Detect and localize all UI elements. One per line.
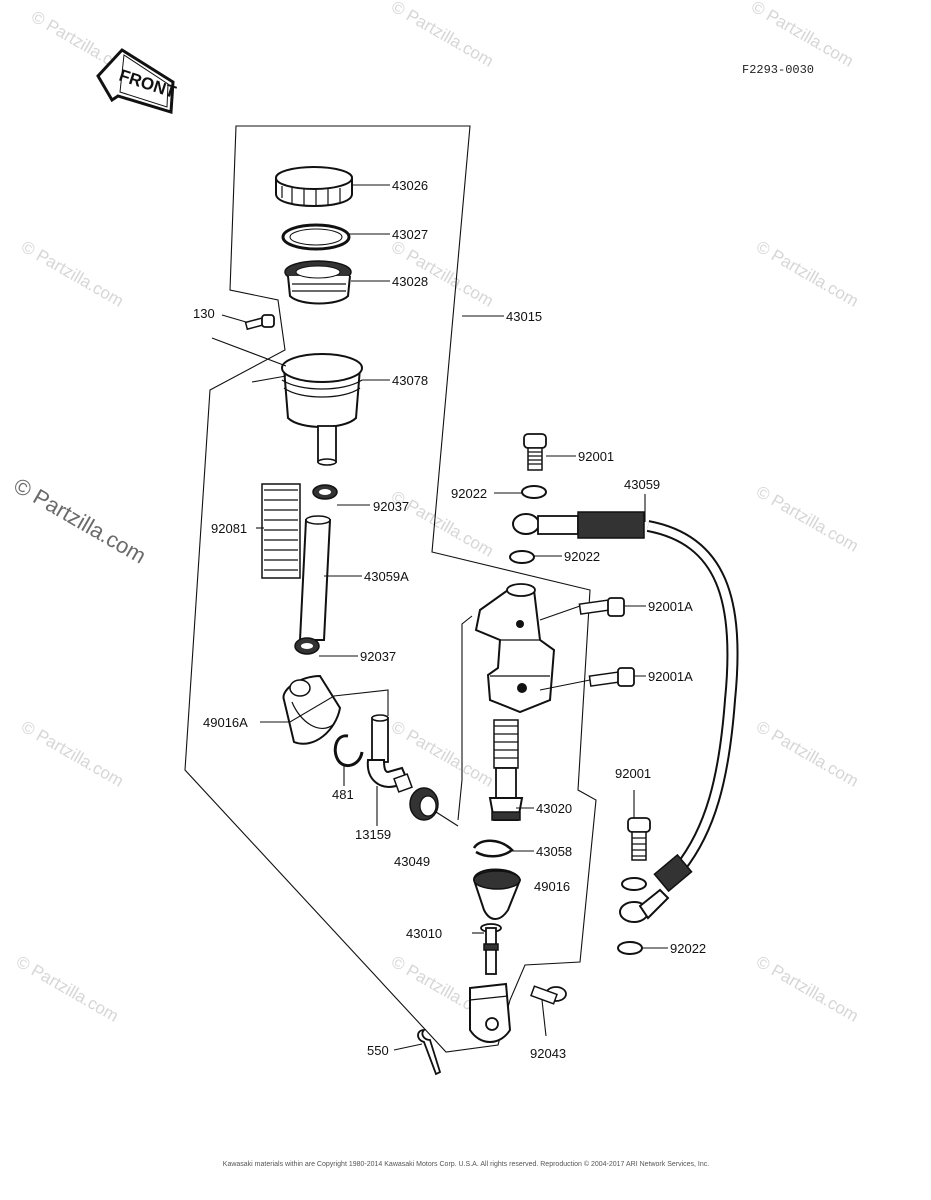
part-label-49016[interactable]: 49016	[534, 879, 570, 894]
pushrod-boot	[472, 868, 522, 920]
mounting-bolt	[578, 597, 625, 617]
part-label-481[interactable]: 481	[332, 787, 354, 802]
assembly-outline	[184, 125, 597, 1053]
watermark: © Partzilla.com	[388, 0, 497, 71]
part-label-43059A[interactable]: 43059A	[364, 569, 409, 584]
elbow-fitting	[366, 714, 413, 793]
clevis-pin	[530, 985, 567, 1005]
master-cylinder-body	[474, 583, 556, 714]
circlip	[333, 734, 364, 768]
leader-lines	[211, 184, 668, 1051]
hose-clamp	[294, 637, 320, 655]
part-label-92001A[interactable]: 92001A	[648, 669, 693, 684]
watermark: © Partzilla.com	[748, 0, 857, 71]
gasket-washer	[509, 550, 535, 564]
piston-assembly	[488, 719, 524, 821]
part-label-43058[interactable]: 43058	[536, 844, 572, 859]
watermark: © Partzilla.com	[753, 717, 862, 791]
part-label-92037[interactable]: 92037	[373, 499, 409, 514]
part-label-43028[interactable]: 43028	[392, 274, 428, 289]
cotter-pin	[417, 1029, 442, 1076]
diaphragm	[284, 260, 352, 305]
part-label-43026[interactable]: 43026	[392, 178, 428, 193]
part-label-92022[interactable]: 92022	[670, 941, 706, 956]
grommet-seal	[409, 787, 439, 821]
mounting-bolt	[588, 667, 635, 687]
part-label-92037[interactable]: 92037	[360, 649, 396, 664]
watermark: © Partzilla.com	[753, 482, 862, 556]
part-label-43078[interactable]: 43078	[392, 373, 428, 388]
part-label-43059[interactable]: 43059	[624, 477, 660, 492]
part-label-92043[interactable]: 92043	[530, 1046, 566, 1061]
watermark-large: © Partzilla.com	[10, 473, 151, 569]
reservoir-boot	[261, 483, 301, 579]
part-label-43027[interactable]: 43027	[392, 227, 428, 242]
part-label-92022[interactable]: 92022	[451, 486, 487, 501]
gasket-washer	[617, 941, 643, 955]
part-label-92001A[interactable]: 92001A	[648, 599, 693, 614]
diaphragm-plate	[281, 223, 351, 251]
part-label-92022[interactable]: 92022	[564, 549, 600, 564]
banjo-bolt	[523, 433, 547, 471]
figure-reference: F2293-0030	[742, 63, 814, 77]
screw	[244, 314, 275, 331]
watermark: © Partzilla.com	[753, 237, 862, 311]
push-rod	[480, 923, 502, 975]
part-label-43020[interactable]: 43020	[536, 801, 572, 816]
part-label-43010[interactable]: 43010	[406, 926, 442, 941]
hose-clamp	[312, 484, 338, 500]
part-label-92001[interactable]: 92001	[615, 766, 651, 781]
part-label-13159[interactable]: 13159	[355, 827, 391, 842]
gasket-washer	[621, 877, 647, 891]
part-label-43015[interactable]: 43015	[506, 309, 542, 324]
banjo-bolt	[627, 817, 651, 861]
retaining-clip	[472, 839, 514, 858]
watermark: © Partzilla.com	[13, 952, 122, 1026]
part-label-92001[interactable]: 92001	[578, 449, 614, 464]
brake-hose	[512, 511, 739, 923]
reservoir-hose	[298, 515, 332, 641]
part-label-92081[interactable]: 92081	[211, 521, 247, 536]
copyright-notice: Kawasaki materials within are Copyright …	[223, 1160, 709, 1168]
part-label-49016A[interactable]: 49016A	[203, 715, 248, 730]
part-label-550[interactable]: 550	[367, 1043, 389, 1058]
reservoir-cap	[275, 166, 353, 207]
gasket-washer	[521, 485, 547, 499]
part-label-43049[interactable]: 43049	[394, 854, 430, 869]
watermark: © Partzilla.com	[18, 717, 127, 791]
dust-boot	[282, 674, 342, 745]
clevis	[469, 982, 512, 1043]
reservoir	[281, 353, 363, 466]
part-label-130[interactable]: 130	[193, 306, 215, 321]
watermark: © Partzilla.com	[753, 952, 862, 1026]
watermark: © Partzilla.com	[18, 237, 127, 311]
